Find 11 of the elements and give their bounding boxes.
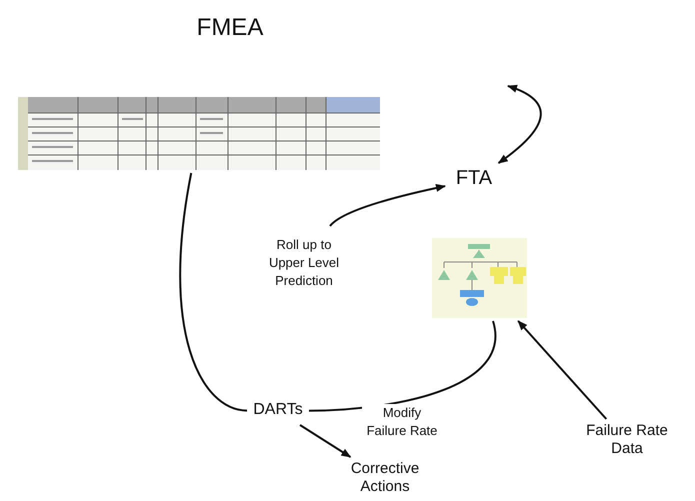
text-label: Failure Rate Data (585, 422, 669, 462)
text-label: FTA (448, 166, 500, 194)
text-label: DARTs (250, 400, 306, 422)
title: FMEA (196, 14, 264, 42)
arrow (299, 424, 352, 458)
arrow (517, 320, 608, 420)
connector-line (308, 320, 496, 412)
connector-line (179, 172, 248, 412)
arrow (498, 85, 542, 164)
text-label: Corrective Actions (345, 460, 425, 498)
arrow (329, 184, 446, 227)
